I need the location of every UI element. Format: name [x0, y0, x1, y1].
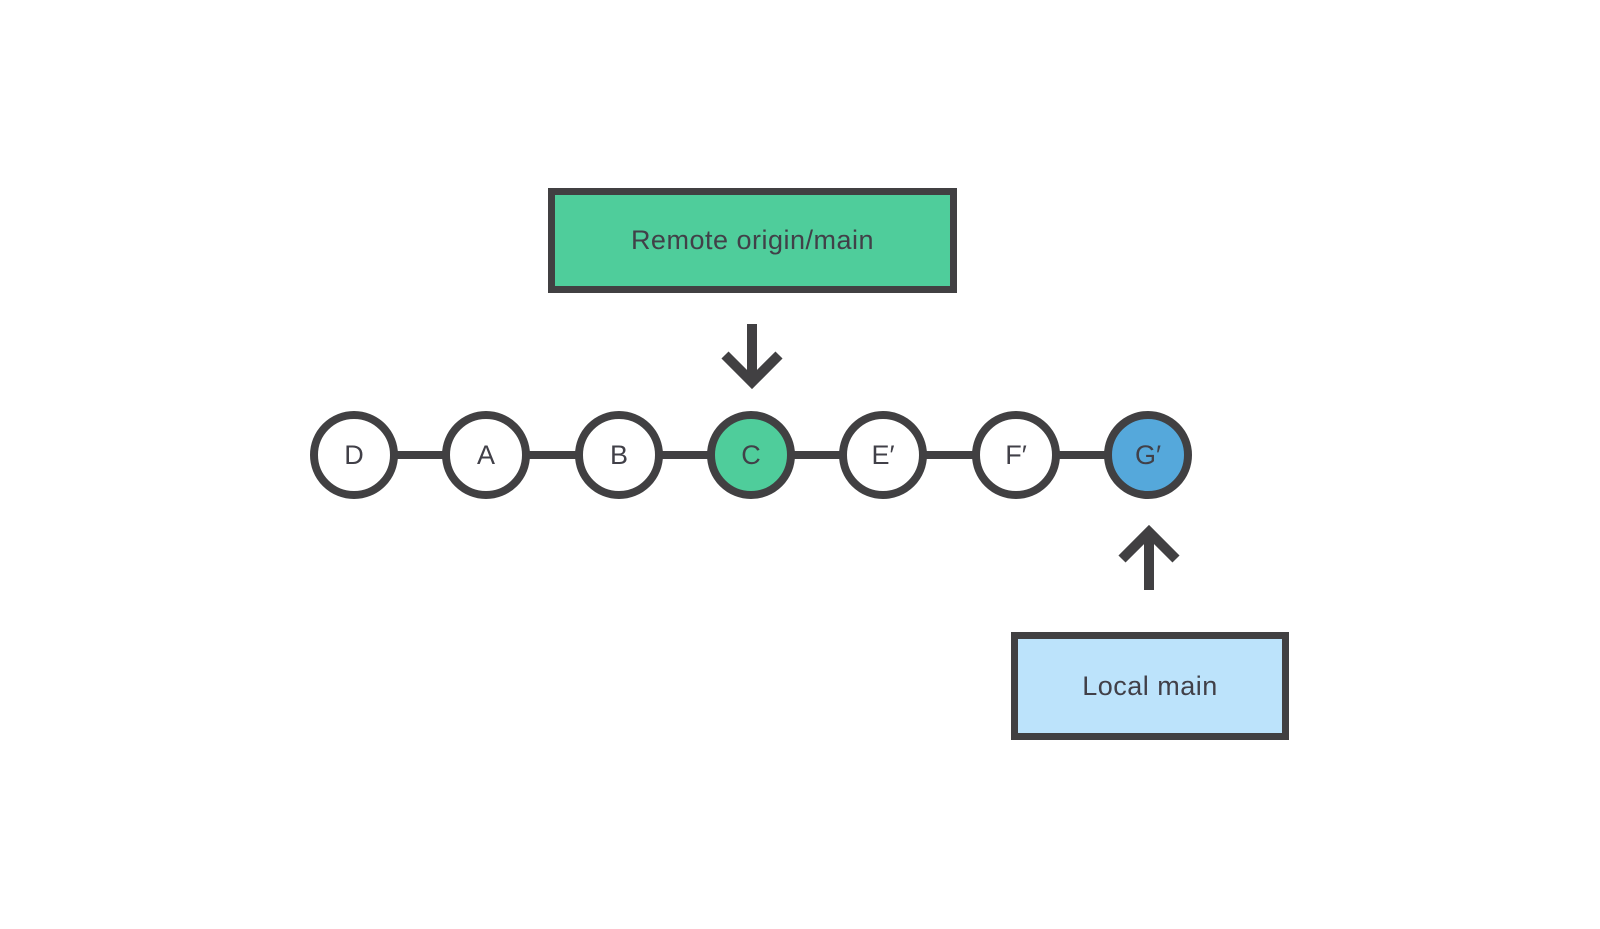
local-branch-box: Local main [1011, 632, 1289, 740]
commit-node-e-prime: E′ [839, 411, 927, 499]
commit-label: G′ [1134, 439, 1162, 470]
local-branch-label: Local main [1082, 670, 1218, 701]
commit-node-d: D [310, 411, 398, 499]
commit-label: D [344, 439, 364, 470]
arrow-up-icon [1118, 524, 1180, 590]
commit-node-b: B [575, 411, 663, 499]
commit-label: E′ [871, 439, 895, 470]
remote-branch-box: Remote origin/main [548, 188, 957, 293]
remote-branch-label: Remote origin/main [630, 225, 875, 255]
commit-node-c: C [707, 411, 795, 499]
commit-label: F′ [1005, 439, 1027, 470]
commit-label: B [609, 439, 628, 470]
arrow-down-icon [721, 324, 783, 390]
commit-node-g-prime: G′ [1104, 411, 1192, 499]
commit-node-a: A [442, 411, 530, 499]
commit-node-f-prime: F′ [972, 411, 1060, 499]
commit-label: A [476, 439, 495, 470]
commit-label: C [741, 439, 761, 470]
